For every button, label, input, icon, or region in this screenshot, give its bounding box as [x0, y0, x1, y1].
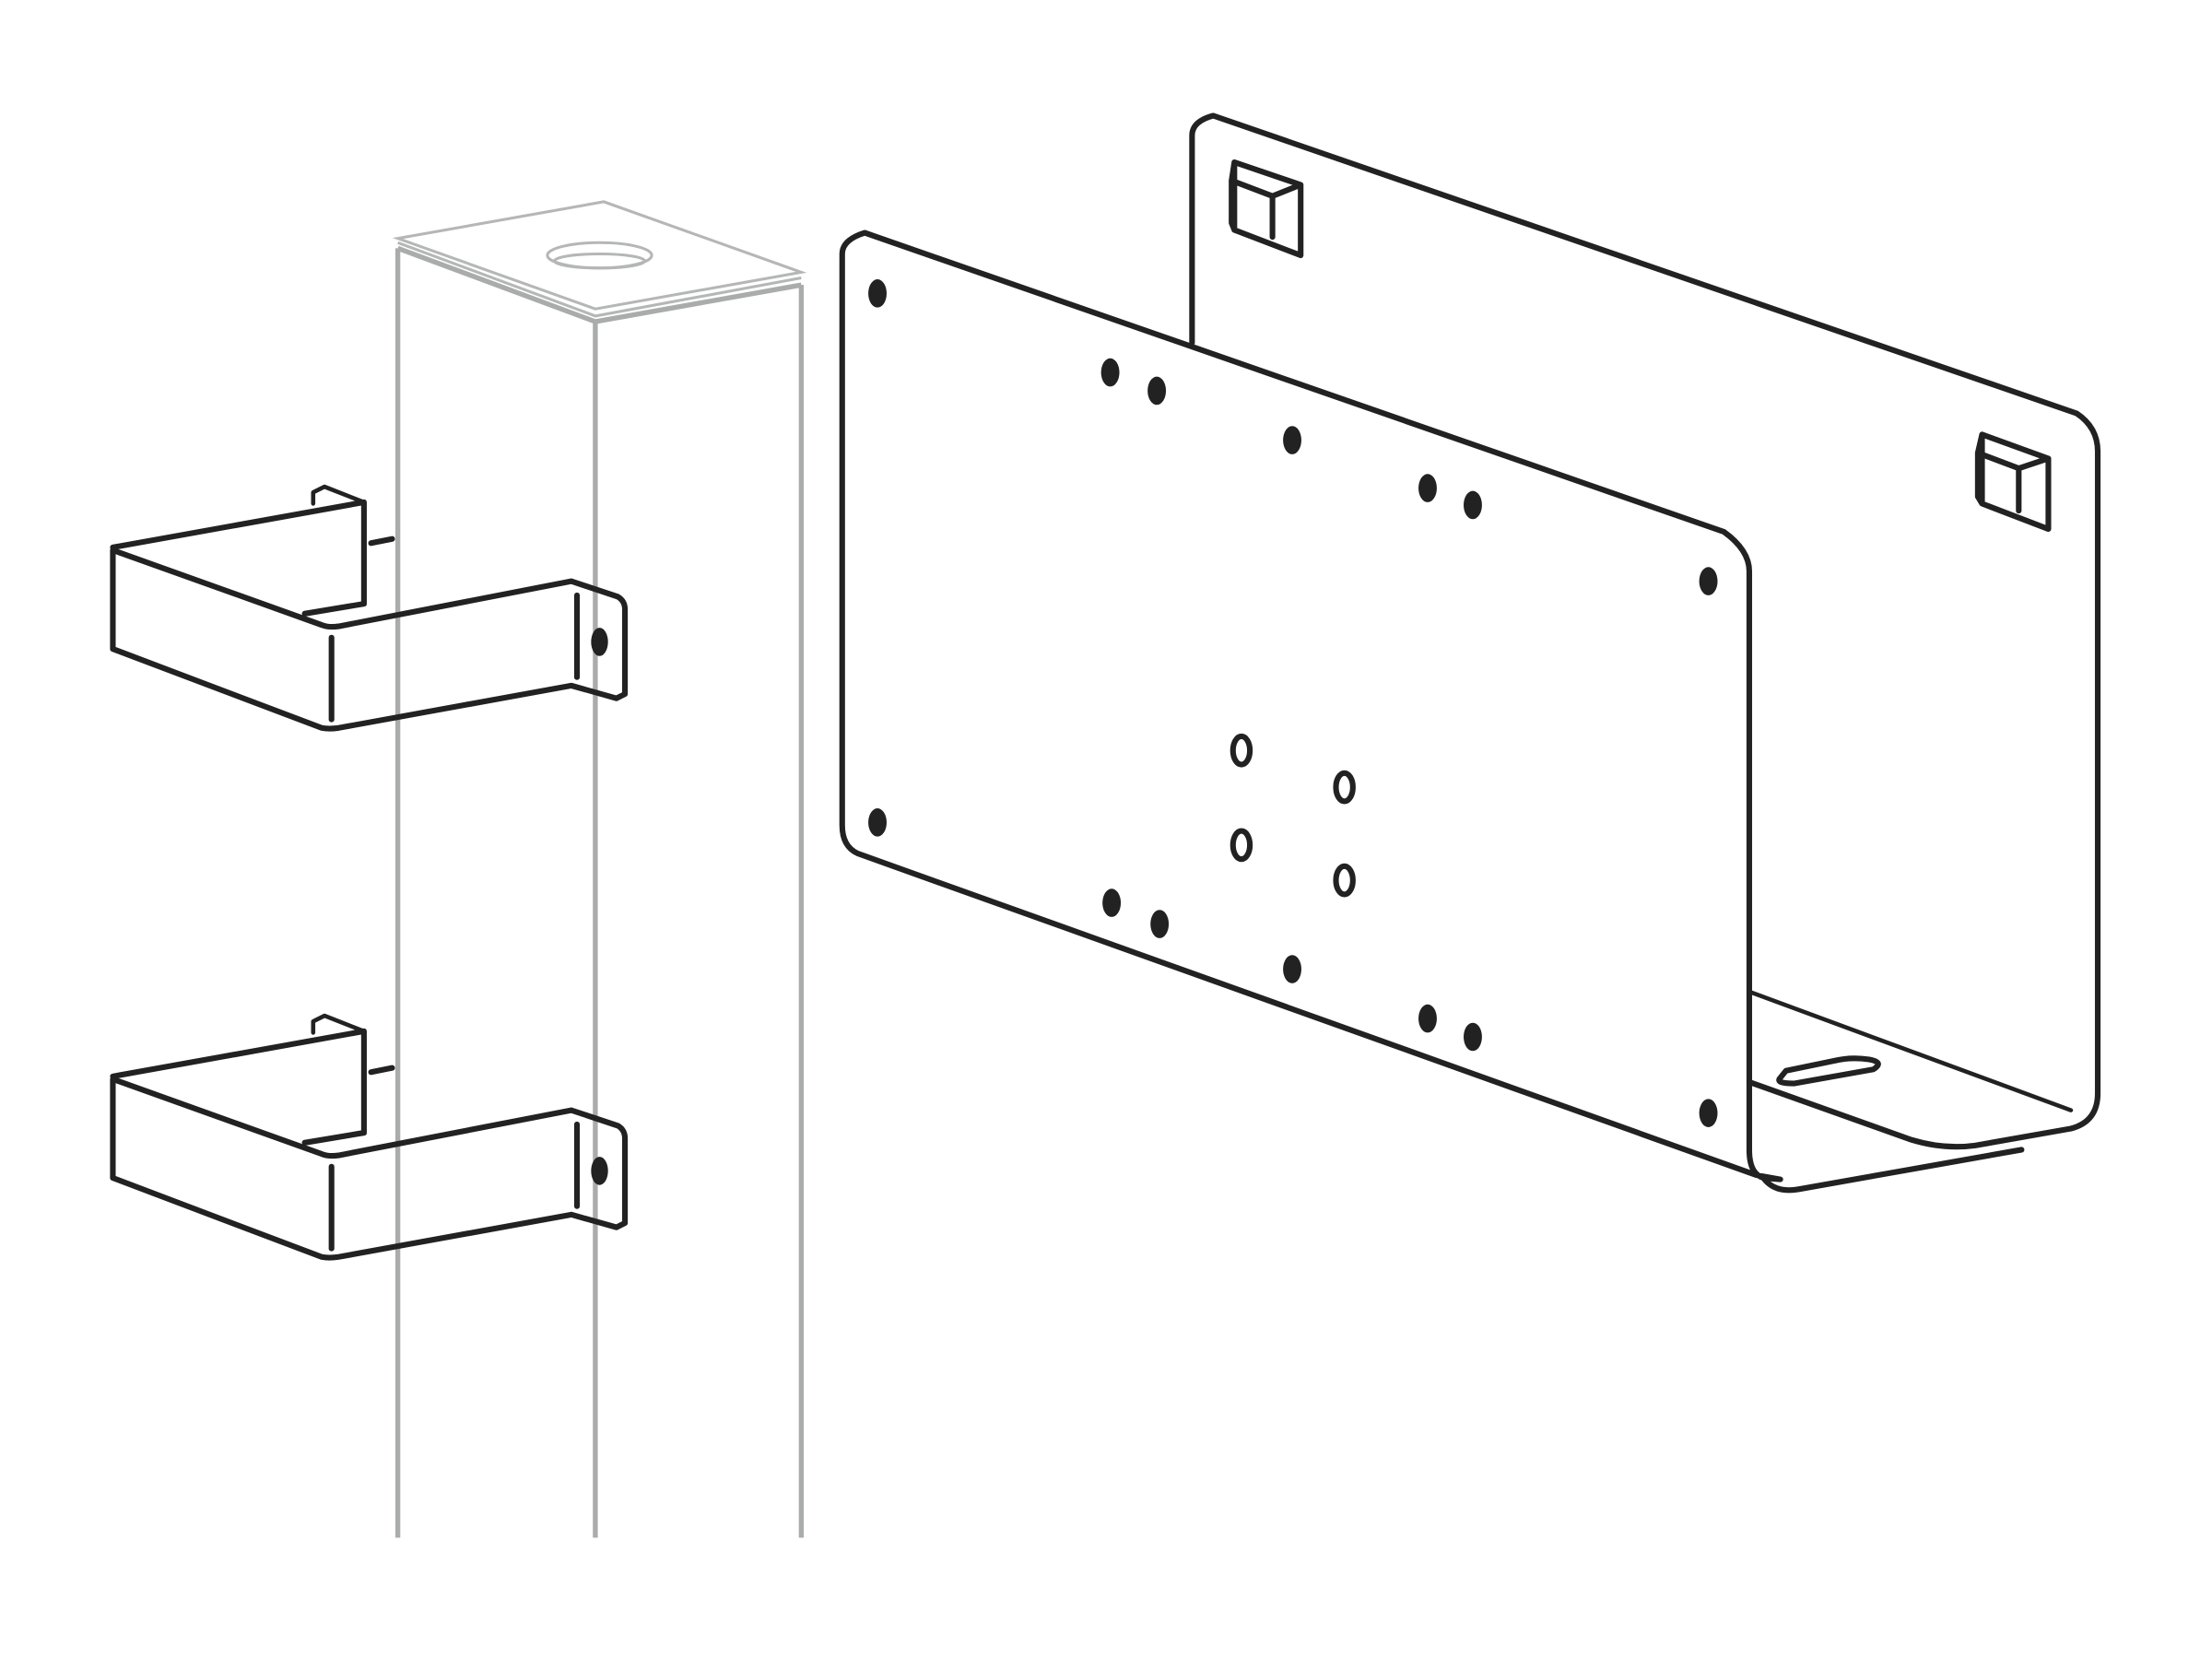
back-plate: [1189, 112, 2101, 1194]
mounting-hole: [1464, 490, 1482, 520]
mounting-hole: [1699, 1099, 1718, 1127]
bracket-front: [110, 547, 629, 732]
bolt: [368, 1065, 395, 1076]
back-plate-outline: [1189, 112, 2101, 1150]
mounting-hole-ring: [1230, 733, 1253, 768]
mounting-hole: [1102, 888, 1122, 917]
hook-clip-left: [1229, 159, 1304, 259]
front-plate-outline: [839, 229, 1783, 1182]
bracket-slot: [591, 1157, 608, 1185]
mounting-hole: [868, 808, 887, 837]
bracket-front: [110, 1076, 629, 1261]
bracket-tab: [311, 1013, 367, 1035]
mounting-hole-ring: [1333, 863, 1356, 898]
mounting-hole: [1100, 358, 1120, 387]
mounting-holes: [868, 279, 1718, 1127]
bracket-back: [110, 1028, 367, 1146]
base-slot: [1776, 1055, 1881, 1087]
upper-clamp-bracket: [110, 484, 629, 732]
mounting-hole: [1418, 1004, 1437, 1033]
mounting-hole-ring: [1230, 828, 1253, 863]
square-post: [392, 200, 807, 1538]
post-top-hole-inner: [553, 252, 647, 270]
mounting-hole: [868, 279, 887, 308]
bolt: [368, 535, 395, 547]
bracket-slot: [591, 628, 608, 656]
mounting-hole: [1418, 474, 1437, 502]
hook-clip-right: [1974, 431, 2052, 533]
post-top-edge-inner: [397, 241, 802, 318]
mounting-hole: [1147, 376, 1167, 406]
lower-clamp-bracket: [110, 1013, 629, 1261]
mounting-hole: [1150, 910, 1170, 938]
bracket-back: [110, 499, 367, 617]
mounting-hole: [1283, 426, 1301, 454]
front-vesa-plate: [839, 229, 1783, 1182]
mounting-hole: [1283, 955, 1301, 983]
back-plate-base-edge: [1747, 989, 2074, 1112]
mounting-hole: [1699, 567, 1718, 595]
bracket-tab: [311, 484, 367, 506]
post-top-face: [392, 200, 807, 311]
mounting-hole: [1464, 1022, 1482, 1052]
base-plate-edge: [1760, 1147, 2025, 1194]
mounting-hole-ring: [1333, 770, 1356, 805]
